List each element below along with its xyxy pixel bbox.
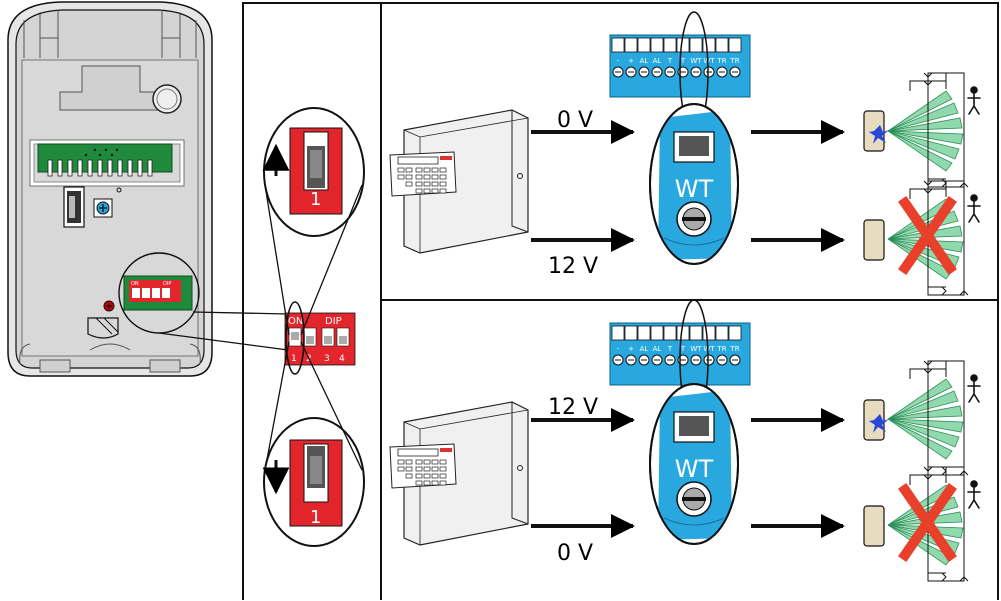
p2-term-6: T xyxy=(680,345,686,353)
p1-term-10: TR xyxy=(729,57,739,65)
p1-wt-label: WT xyxy=(675,175,714,203)
p1-term-5: T xyxy=(667,57,673,65)
wt-terminal-zoom-2: WT xyxy=(649,383,739,545)
p2-term-4: AL xyxy=(653,345,662,353)
zoom-up-switch-number: 1 xyxy=(310,189,321,210)
panel-12v-0v: 12 V 0 V - + AL AL T T WT WT TR xyxy=(389,299,981,582)
detector-inactive-icon xyxy=(863,180,981,296)
p2-term-3: AL xyxy=(640,345,649,353)
p1-term-7: WT xyxy=(690,57,702,65)
p1-term-9: TR xyxy=(716,57,726,65)
p1-term-3: AL xyxy=(640,57,649,65)
p1-term-2: + xyxy=(628,57,634,65)
panel1-top-voltage: 0 V xyxy=(557,108,593,133)
dip-on-label-small: ON xyxy=(131,281,139,287)
p2-term-1: - xyxy=(617,345,620,353)
detector-inactive-icon-2 xyxy=(863,466,981,582)
p2-term-10: TR xyxy=(729,345,739,353)
p2-term-5: T xyxy=(667,345,673,353)
p2-wt-label: WT xyxy=(675,455,714,483)
p2-term-9: TR xyxy=(716,345,726,353)
p2-term-2: + xyxy=(628,345,634,353)
panel-0v-12v: 0 V 12 V - + AL AL T T WT WT TR xyxy=(389,11,981,296)
dip-number-4: 4 xyxy=(339,354,345,364)
dip-switch-zoom: 1 1 ON DIP 1 2 3 4 xyxy=(262,107,365,547)
detector-active-icon-2 xyxy=(863,360,981,476)
p2-term-8: WT xyxy=(703,345,715,353)
p1-term-8: WT xyxy=(703,57,715,65)
dip-label: DIP xyxy=(325,316,342,327)
panel2-top-voltage: 12 V xyxy=(548,395,598,420)
zoom-down-switch-number: 1 xyxy=(310,507,321,528)
control-panel-icon xyxy=(389,109,529,254)
dip-on-label: ON xyxy=(288,316,303,327)
panel-frame xyxy=(242,2,999,600)
dip-number-3: 3 xyxy=(324,354,330,364)
p1-term-1: - xyxy=(617,57,620,65)
p1-term-6: T xyxy=(680,57,686,65)
panel2-bottom-voltage: 0 V xyxy=(557,541,593,566)
dip-label-small: DIP xyxy=(163,281,171,287)
p2-term-7: WT xyxy=(690,345,702,353)
detector-housing: ON DIP xyxy=(7,1,213,377)
detector-active-icon xyxy=(863,72,981,188)
p1-term-4: AL xyxy=(653,57,662,65)
dip-number-1: 1 xyxy=(291,354,297,364)
wt-terminal-zoom: WT xyxy=(649,103,739,265)
panel1-bottom-voltage: 12 V xyxy=(548,254,598,279)
control-panel-icon-2 xyxy=(389,401,529,546)
